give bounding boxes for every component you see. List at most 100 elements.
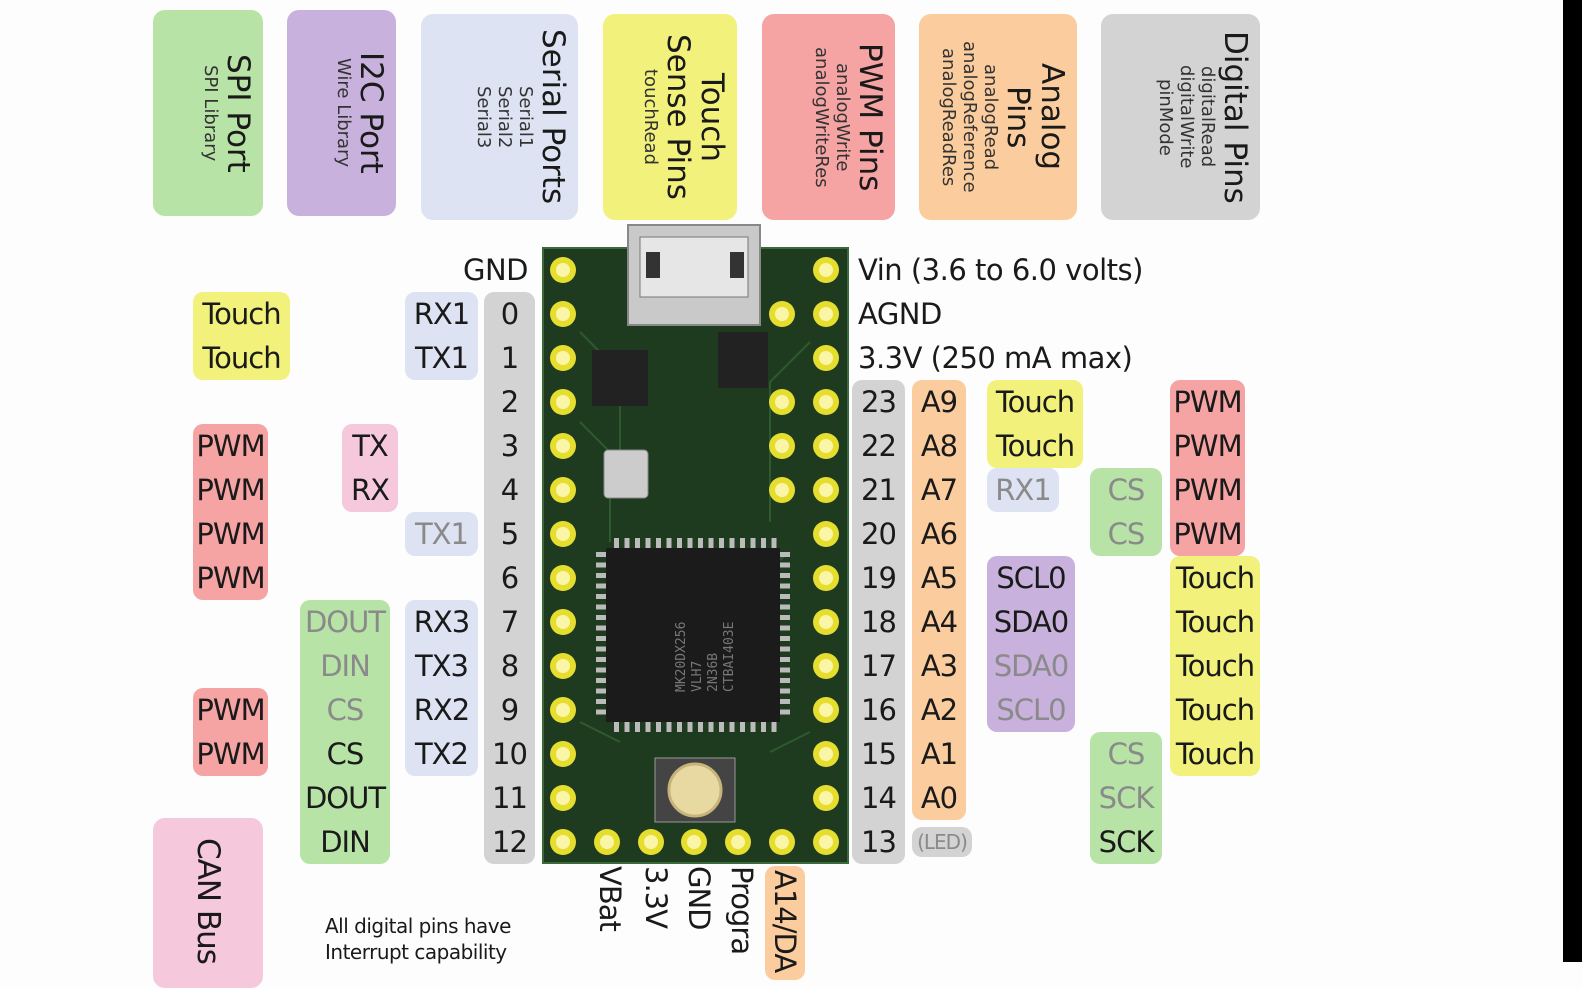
legend-function: pinMode — [1155, 78, 1176, 156]
pin-label-can: RX — [342, 468, 398, 512]
pin-label-pwm: PWM — [1170, 468, 1245, 512]
pin-label-digital: 17 — [852, 644, 905, 688]
pin-label-digital: 4 — [484, 468, 535, 512]
pin-label-touch: Touch — [987, 424, 1083, 468]
pin-label-digital: 22 — [852, 424, 905, 468]
pin-label-serial: RX1 — [987, 468, 1059, 512]
pin-label-analog: A9 — [912, 380, 966, 424]
pin-label-pwm: PWM — [1170, 380, 1245, 424]
pin-label-digital: 6 — [484, 556, 535, 600]
pin-label-touch: Touch — [193, 292, 290, 336]
interrupt-note: All digital pins have Interrupt capabili… — [325, 913, 511, 965]
pin-label-serial: TX2 — [405, 732, 478, 776]
pin-label-digital: 16 — [852, 688, 905, 732]
pin-label-spi: CS — [1090, 732, 1162, 776]
pin-label-digital: 23 — [852, 380, 905, 424]
pin-label-digital: 15 — [852, 732, 905, 776]
pin-label-can: TX — [342, 424, 398, 468]
pin-label-led: (LED) — [912, 827, 972, 857]
note-line-1: All digital pins have — [325, 914, 511, 938]
pin-label-digital: 18 — [852, 600, 905, 644]
pin-label-pwm: PWM — [193, 424, 268, 468]
legend-function: Wire Library — [333, 58, 354, 168]
pin-label-digital: 9 — [484, 688, 535, 732]
pin-label-pwm: PWM — [1170, 512, 1245, 556]
pin-label-analog: A0 — [912, 776, 966, 820]
pin-label-digital: 11 — [484, 776, 535, 820]
legend-title: Digital Pins — [1217, 30, 1253, 204]
pin-label-pwm: PWM — [193, 556, 268, 600]
pin-label-i2c: SCL0 — [987, 688, 1075, 732]
pin-label-digital: 14 — [852, 776, 905, 820]
pin-label-digital: 3 — [484, 424, 535, 468]
legend-function: Serial1 — [515, 85, 536, 149]
can-bus-box: CAN Bus — [153, 818, 263, 988]
note-line-2: Interrupt capability — [325, 940, 507, 964]
pin-label-digital: 21 — [852, 468, 905, 512]
pin-label-pwm: PWM — [193, 732, 268, 776]
pin-label-analog: A5 — [912, 556, 966, 600]
pin-label-serial: RX1 — [405, 292, 478, 336]
pin-label-analog: A8 — [912, 424, 966, 468]
small-ic — [592, 350, 648, 406]
pin-label-serial: TX3 — [405, 644, 478, 688]
pin-label-touch: Touch — [987, 380, 1083, 424]
pin-label-digital: 1 — [484, 336, 535, 380]
legend-function: analogReadRes — [938, 47, 959, 187]
pin-label-spi: DOUT — [300, 776, 390, 820]
pin-label-digital: 12 — [484, 820, 535, 864]
pin-label-analog: A4 — [912, 600, 966, 644]
pin-label-analog: A1 — [912, 732, 966, 776]
legend-function: SPI Library — [200, 64, 221, 162]
legend-title: SPI Port — [220, 53, 256, 173]
usb-connector-icon — [627, 224, 761, 326]
bottom-pin-label: Progra — [725, 866, 759, 955]
pin-label-analog: A3 — [912, 644, 966, 688]
pin-label-analog: A7 — [912, 468, 966, 512]
bottom-pin-label: A14/DA — [765, 866, 805, 980]
pin-label-spi: DOUT — [300, 600, 390, 644]
legend-title: Analog Pins — [1000, 63, 1070, 171]
pin-label-digital: 2 — [484, 380, 535, 424]
3v3-label: 3.3V (250 mA max) — [858, 341, 1133, 375]
bottom-pin-label: VBat — [593, 866, 627, 931]
pin-label-digital: 19 — [852, 556, 905, 600]
bottom-pin-label: GND — [682, 866, 716, 930]
window-edge-bar — [1563, 0, 1582, 962]
pin-label-spi: DIN — [300, 644, 390, 688]
legend-function: analogWrite — [832, 62, 853, 172]
pin-label-digital: 20 — [852, 512, 905, 556]
pin-label-touch: Touch — [1170, 732, 1260, 776]
pin-label-pwm: PWM — [193, 512, 268, 556]
pin-label-digital: 8 — [484, 644, 535, 688]
pin-label-spi: CS — [1090, 512, 1162, 556]
pin-label-i2c: SDA0 — [987, 600, 1075, 644]
legend-function: digitalWrite — [1176, 65, 1197, 169]
pin-label-serial: TX1 — [405, 336, 478, 380]
pin-label-digital: 5 — [484, 512, 535, 556]
pin-label-spi: CS — [300, 688, 390, 732]
pin-label-digital: 7 — [484, 600, 535, 644]
legend-function: analogWriteRes — [811, 46, 832, 188]
pin-label-spi: SCK — [1090, 776, 1162, 820]
pin-label-analog: A6 — [912, 512, 966, 556]
pin-label-analog: A2 — [912, 688, 966, 732]
legend-title: Serial Ports — [535, 29, 571, 205]
legend-function: touchRead — [640, 68, 661, 165]
pin-label-pwm: PWM — [193, 468, 268, 512]
pin-label-touch: Touch — [1170, 688, 1260, 732]
legend-title: I2C Port — [353, 52, 389, 174]
pin-label-serial: RX2 — [405, 688, 478, 732]
pin-label-spi: DIN — [300, 820, 390, 864]
pin-label-touch: Touch — [193, 336, 290, 380]
pin-label-serial: TX1 — [405, 512, 478, 556]
pin-label-pwm: PWM — [193, 688, 268, 732]
pin-label-digital: 10 — [484, 732, 535, 776]
pin-label-i2c: SCL0 — [987, 556, 1075, 600]
